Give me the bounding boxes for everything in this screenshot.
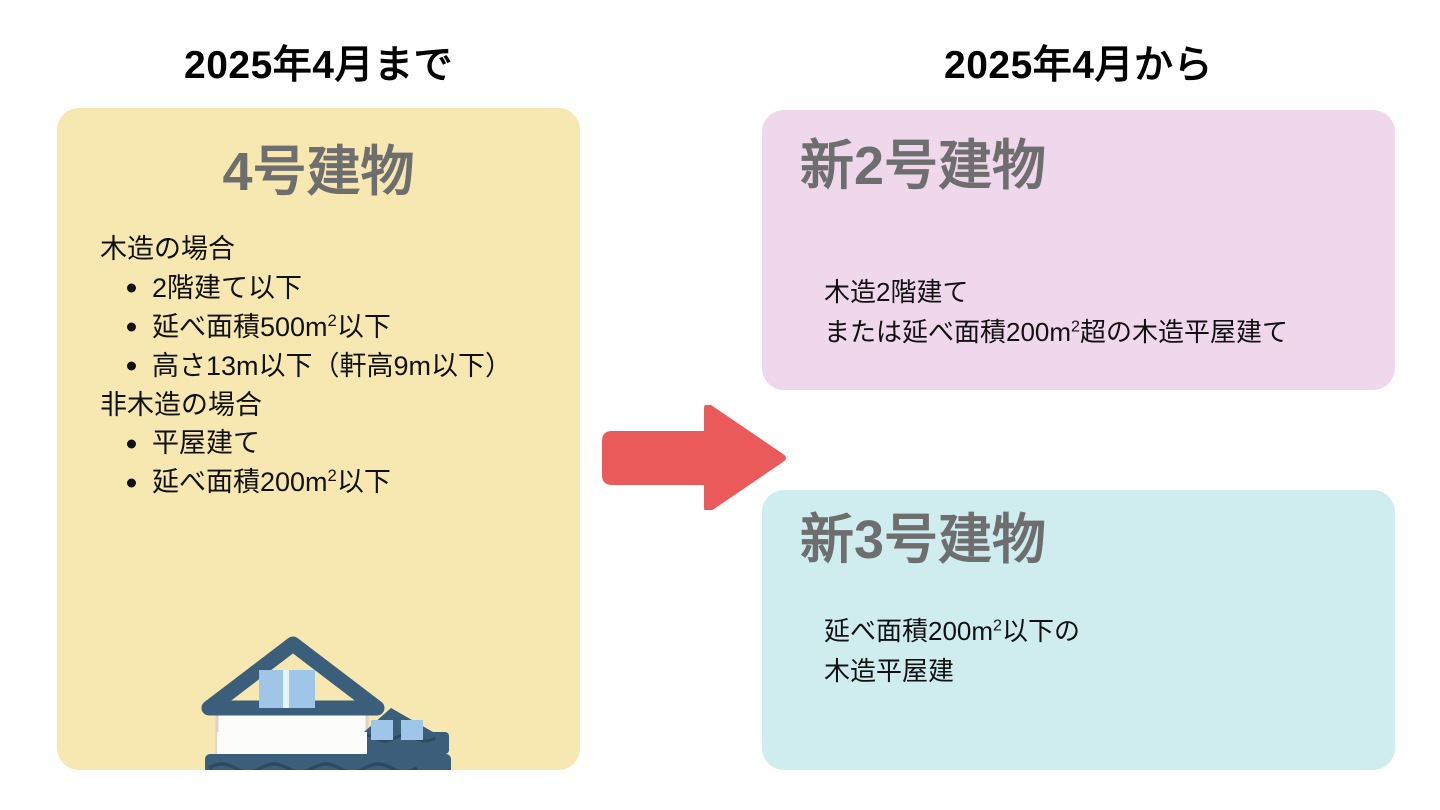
description-line: 延べ面積200m2以下の [824,616,1081,646]
column-title-before: 2025年4月まで [184,44,453,87]
description-line: または延べ面積200m2超の木造平屋建て [824,316,1289,347]
panel-new2-classification: 新2号建物 木造2階建て または延べ面積200m2超の木造平屋建て [762,110,1395,390]
description-line: 木造2階建て [824,277,969,307]
description-line: 木造平屋建 [824,655,955,686]
list-item: 2階建て以下 [110,269,570,308]
column-title-after: 2025年4月から [944,44,1213,87]
bullet-list-non-wooden: 平屋建て 延べ面積200m2以下 [110,424,570,502]
group-label-wooden: 木造の場合 [100,234,235,264]
bullet-list-wooden: 2階建て以下 延べ面積500m2以下 高さ13m以下（軒高9m以下） [110,269,570,386]
panel-heading-new3: 新3号建物 [800,510,1047,570]
list-item: 平屋建て [110,424,570,463]
right-arrow-icon [602,405,786,510]
new3-description: 延べ面積200m2以下の 木造平屋建 [824,612,1080,691]
new2-description: 木造2階建て または延べ面積200m2超の木造平屋建て [824,273,1288,352]
two-story-white-house-icon [201,636,451,770]
list-item: 高さ13m以下（軒高9m以下） [110,347,570,386]
group-label-non-wooden: 非木造の場合 [100,389,262,420]
panel-new3-classification: 新3号建物 延べ面積200m2以下の 木造平屋建 [762,490,1395,770]
old-criteria-list: 木造の場合 2階建て以下 延べ面積500m2以下 高さ13m以下（軒高9m以下）… [100,230,570,502]
panel-old-classification: 4号建物 木造の場合 2階建て以下 延べ面積500m2以下 高さ13m以下（軒高… [57,108,580,770]
panel-heading-new2: 新2号建物 [800,136,1047,196]
list-item: 延べ面積500m2以下 [110,308,570,347]
panel-heading-old: 4号建物 [222,142,415,202]
list-item: 延べ面積200m2以下 [110,463,570,502]
